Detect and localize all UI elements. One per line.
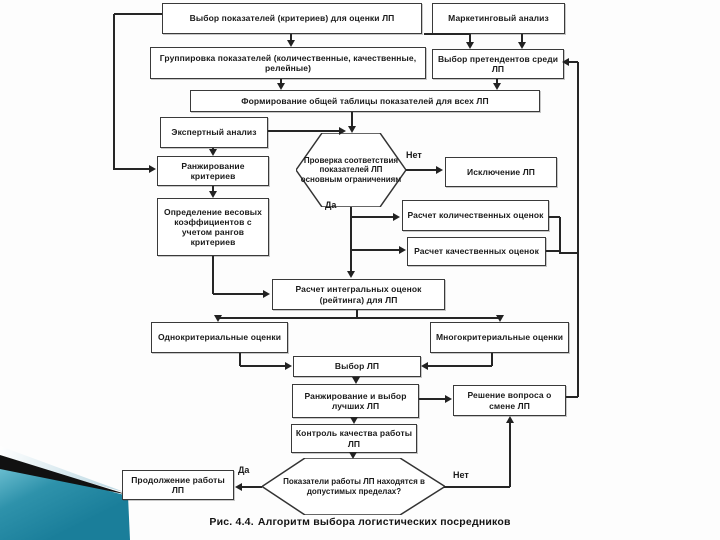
connector-line xyxy=(549,216,560,218)
arrowhead-down xyxy=(350,417,358,424)
connector-line xyxy=(559,217,561,253)
arrowhead-left xyxy=(235,483,242,491)
corner-highlight-wedge xyxy=(0,446,127,493)
connector-line xyxy=(427,365,492,367)
connector-line xyxy=(212,256,214,294)
arrowhead-down xyxy=(287,40,295,47)
connector-line xyxy=(351,112,353,128)
connector-line xyxy=(568,61,578,63)
branch-label-yes-2: Да xyxy=(238,465,250,475)
arrowhead-right xyxy=(393,213,400,221)
node-continue-work: Продолжение работы ЛП xyxy=(122,470,234,500)
arrowhead-right xyxy=(263,290,270,298)
connector-line xyxy=(218,317,500,319)
connector-line xyxy=(290,34,292,43)
node-weight-coefficients: Определение весовых коэффициентов с учет… xyxy=(157,198,269,256)
node-multi-criterion: Многокритериальные оценки xyxy=(430,322,569,353)
branch-label-yes-1: Да xyxy=(325,200,337,210)
arrowhead-down xyxy=(349,452,357,459)
connector-line xyxy=(113,14,115,170)
connector-line xyxy=(406,169,437,171)
connector-line xyxy=(566,396,578,398)
node-rank-best: Ранжирование и выбор лучших ЛП xyxy=(292,384,419,418)
branch-label-no-1: Нет xyxy=(406,150,422,160)
arrowhead-down xyxy=(496,315,504,322)
arrowhead-left xyxy=(421,362,428,370)
connector-line xyxy=(496,79,498,85)
arrowhead-down xyxy=(214,315,222,322)
corner-black-wedge xyxy=(0,455,129,495)
decision-within-limits-label: Показатели работы ЛП находятся в допусти… xyxy=(283,477,425,496)
arrowhead-down xyxy=(209,149,217,156)
arrowhead-right xyxy=(436,166,443,174)
connector-line xyxy=(577,62,579,397)
arrowhead-down xyxy=(348,126,356,133)
connector-line xyxy=(509,421,511,487)
arrowhead-left xyxy=(562,58,569,66)
connector-line xyxy=(521,34,523,43)
connector-line xyxy=(559,252,578,254)
arrowhead-down xyxy=(518,42,526,49)
connector-line xyxy=(240,365,288,367)
figure-caption-number: Рис. 4.4. xyxy=(209,516,254,528)
node-change-decision: Решение вопроса о смене ЛП xyxy=(453,385,566,416)
node-quality-control: Контроль качества работы ЛП xyxy=(291,424,417,453)
connector-line xyxy=(280,79,282,86)
node-grouping: Группировка показателей (количественные,… xyxy=(150,47,426,79)
connector-line xyxy=(351,216,395,218)
node-integral-rating: Расчет интегральных оценок (рейтинга) дл… xyxy=(272,279,445,310)
connector-line xyxy=(424,33,470,35)
node-select-criteria: Выбор показателей (критериев) для оценки… xyxy=(162,3,422,34)
arrowhead-right xyxy=(285,362,292,370)
node-select-lp: Выбор ЛП xyxy=(293,356,421,377)
node-quantitative-scores: Расчет количественных оценок xyxy=(402,200,549,231)
arrowhead-right xyxy=(339,127,346,135)
node-expert-analysis: Экспертный анализ xyxy=(160,117,268,148)
arrowhead-down xyxy=(352,377,360,384)
connector-line xyxy=(491,353,493,366)
node-common-table: Формирование общей таблицы показателей д… xyxy=(190,90,540,112)
node-exclusion: Исключение ЛП xyxy=(445,157,557,187)
node-single-criterion: Однокритериальные оценки xyxy=(151,322,288,353)
connector-line xyxy=(419,398,447,400)
connector-line xyxy=(239,353,241,366)
node-ranking-criteria: Ранжирование критериев xyxy=(157,156,269,186)
connector-line xyxy=(213,293,263,295)
node-marketing-analysis: Маркетинговый анализ xyxy=(432,3,565,34)
connector-line xyxy=(444,486,510,488)
connector-line xyxy=(356,310,358,318)
connector-line xyxy=(114,168,150,170)
arrowhead-right xyxy=(149,165,156,173)
connector-line xyxy=(212,186,214,192)
node-candidates: Выбор претендентов среди ЛП xyxy=(432,49,564,79)
decision-check-constraints-label: Проверка соответствия показателей ЛП осн… xyxy=(300,155,402,184)
connector-line xyxy=(469,34,471,43)
connector-line xyxy=(240,486,262,488)
corner-teal-triangle xyxy=(0,462,130,540)
arrowhead-right xyxy=(445,395,452,403)
connector-line xyxy=(351,249,401,251)
arrowhead-down xyxy=(493,83,501,90)
branch-label-no-2: Нет xyxy=(453,470,469,480)
figure-caption-text: Алгоритм выбора логистических посреднико… xyxy=(257,516,511,528)
connector-line xyxy=(350,207,352,273)
connector-line xyxy=(268,130,340,132)
arrowhead-down xyxy=(466,42,474,49)
arrowhead-up xyxy=(506,416,514,423)
figure-caption: Рис. 4.4.Алгоритм выбора логистических п… xyxy=(150,516,570,528)
arrowhead-right xyxy=(399,246,406,254)
arrowhead-down xyxy=(347,271,355,278)
arrowhead-down xyxy=(209,191,217,198)
slide-corner-decoration xyxy=(0,446,130,540)
arrowhead-down xyxy=(277,83,285,90)
node-qualitative-scores: Расчет качественных оценок xyxy=(407,237,546,266)
connector-line xyxy=(546,250,560,252)
connector-line xyxy=(114,13,162,15)
